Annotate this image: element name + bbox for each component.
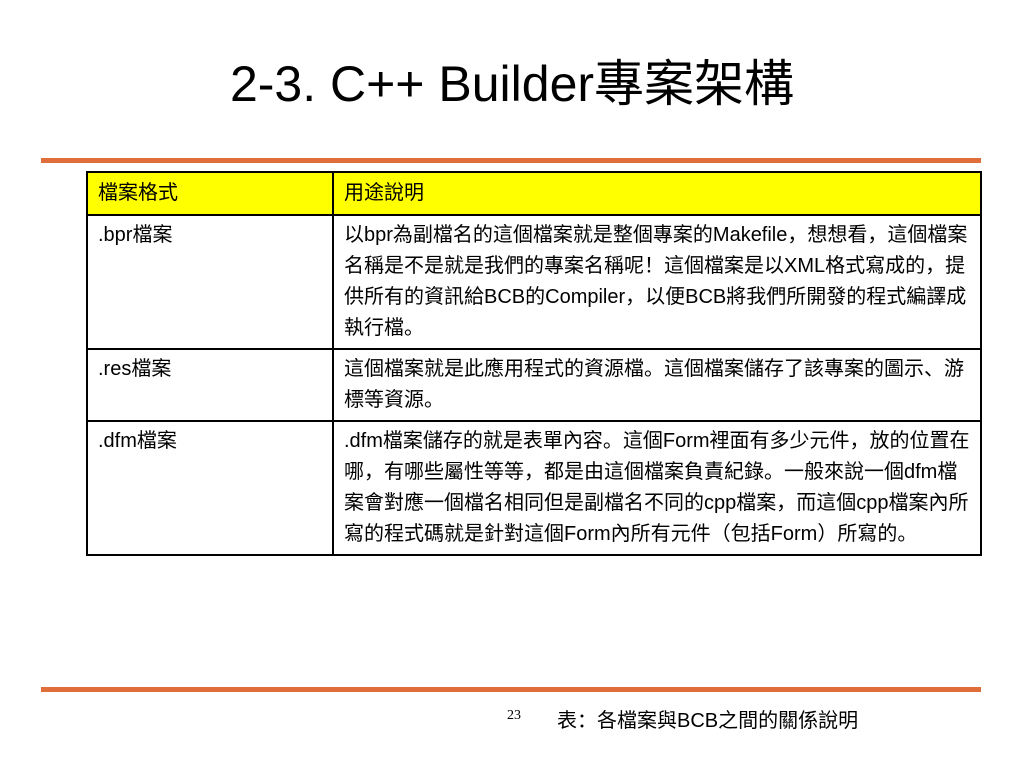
file-format-table: 檔案格式 用途說明 .bpr檔案 以bpr為副檔名的這個檔案就是整個專案的Mak… — [86, 171, 982, 556]
table-row: .dfm檔案 .dfm檔案儲存的就是表單內容。這個Form裡面有多少元件，放的位… — [86, 420, 982, 556]
top-divider — [41, 158, 981, 163]
header-file-format: 檔案格式 — [86, 171, 334, 216]
bottom-divider — [41, 687, 981, 692]
file-format-cell: .res檔案 — [86, 348, 334, 422]
table-caption: 表：各檔案與BCB之間的關係說明 — [557, 710, 859, 732]
table-header-row: 檔案格式 用途說明 — [86, 171, 982, 216]
table-row: .bpr檔案 以bpr為副檔名的這個檔案就是整個專案的Makefile，想想看，… — [86, 214, 982, 350]
description-cell: 這個檔案就是此應用程式的資源檔。這個檔案儲存了該專案的圖示、游標等資源。 — [332, 348, 982, 422]
file-format-cell: .dfm檔案 — [86, 420, 334, 556]
page-number: 23 — [507, 708, 521, 723]
slide-title: 2-3. C++ Builder專案架構 — [229, 56, 795, 112]
table-row: .res檔案 這個檔案就是此應用程式的資源檔。這個檔案儲存了該專案的圖示、游標等… — [86, 348, 982, 422]
description-cell: .dfm檔案儲存的就是表單內容。這個Form裡面有多少元件，放的位置在哪，有哪些… — [332, 420, 982, 556]
description-cell: 以bpr為副檔名的這個檔案就是整個專案的Makefile，想想看，這個檔案名稱是… — [332, 214, 982, 350]
file-format-cell: .bpr檔案 — [86, 214, 334, 350]
header-description: 用途說明 — [332, 171, 982, 216]
